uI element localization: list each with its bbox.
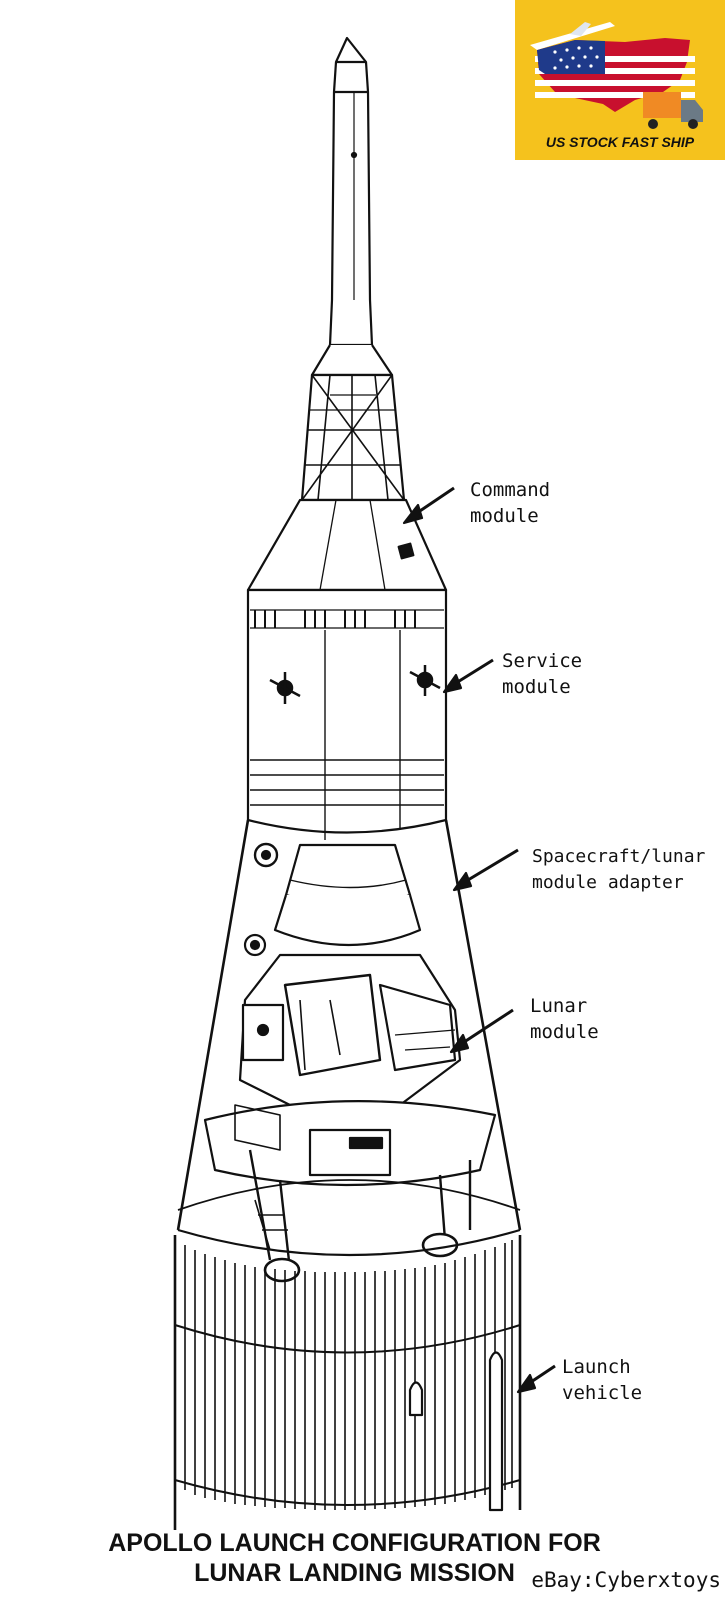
- label-launch-vehicle: Launch vehicle: [562, 1356, 643, 1404]
- lunar-module-shape: [203, 933, 514, 1283]
- airplane-icon: [530, 22, 615, 50]
- shipping-badge: US STOCK FAST SHIP: [515, 0, 725, 160]
- diagram-title: APOLLO LAUNCH CONFIGURATION FOR LUNAR LA…: [108, 1529, 601, 1587]
- escape-tower: [300, 36, 406, 502]
- watermark: eBay:Cyberxtoys: [531, 1568, 721, 1592]
- adapter-shape: [176, 819, 522, 1231]
- launch-vehicle-shape: [173, 1179, 556, 1530]
- label-service-module: Service module: [502, 650, 583, 698]
- label-command-module: Command module: [470, 479, 551, 527]
- command-module-shape: [246, 486, 455, 592]
- label-adapter: Spacecraft/lunar module adapter: [532, 846, 706, 893]
- label-lunar-module: Lunar module: [530, 995, 599, 1043]
- stringers: [184, 1240, 513, 1510]
- service-module-shape: [246, 588, 494, 840]
- badge-text: US STOCK FAST SHIP: [545, 134, 695, 150]
- truck-icon: [643, 92, 703, 129]
- us-flag-map-icon: [530, 22, 703, 129]
